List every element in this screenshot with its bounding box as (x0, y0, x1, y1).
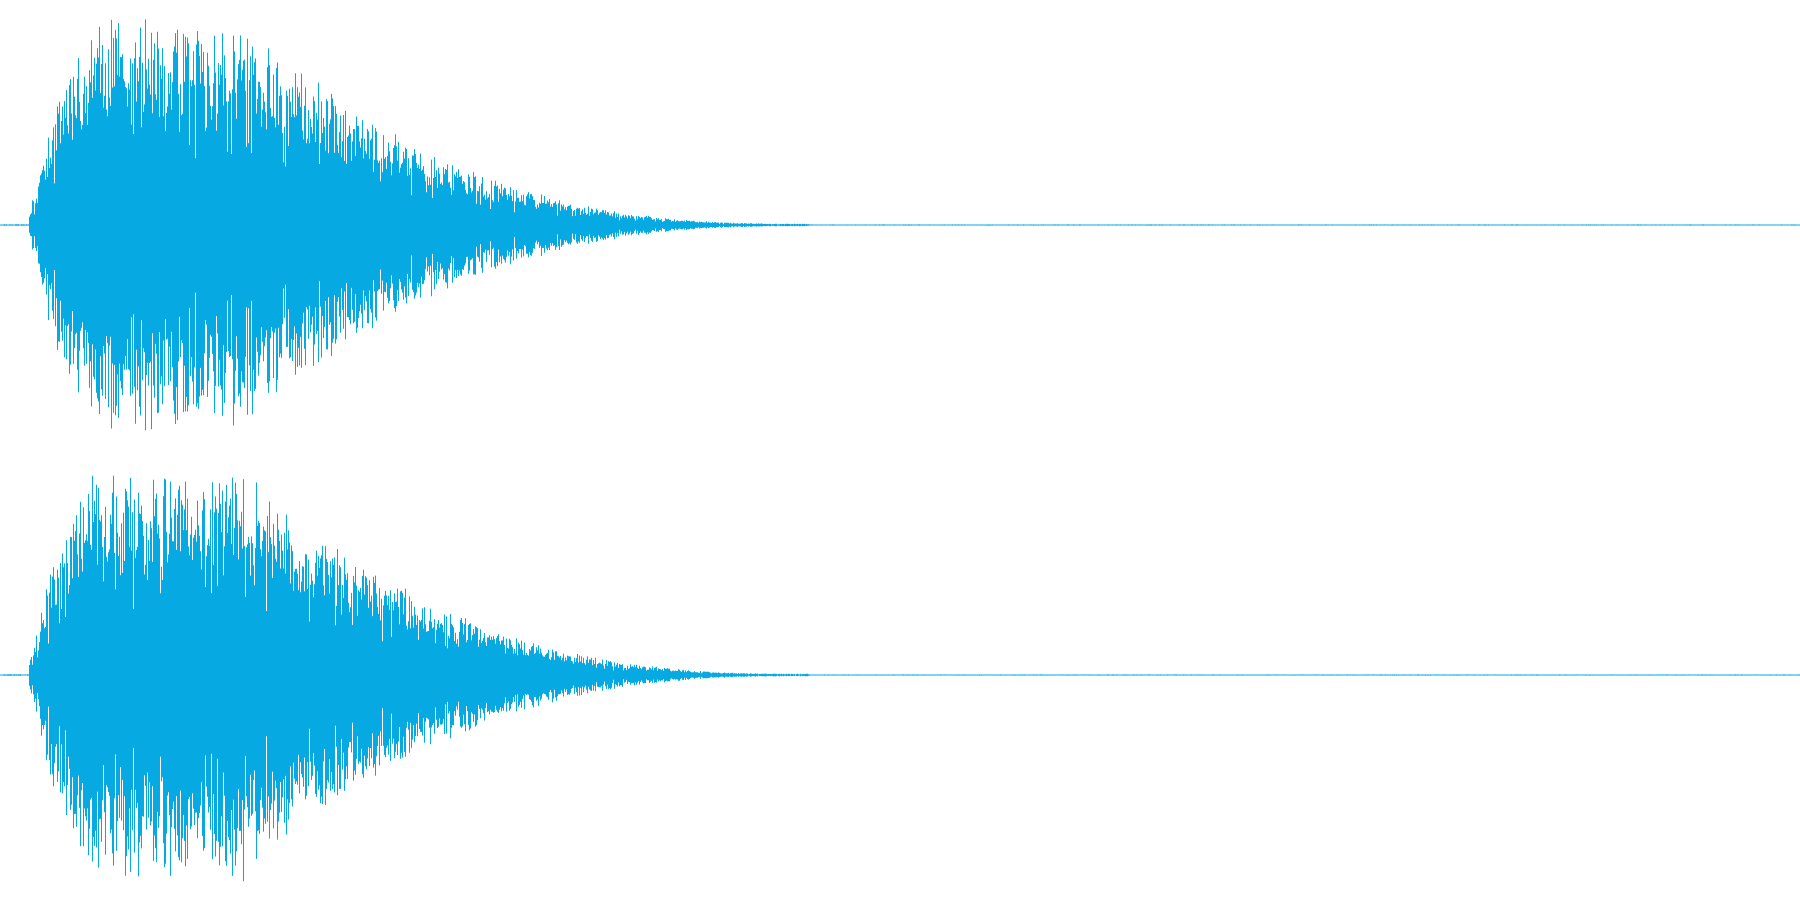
waveform-right-svg (0, 475, 1800, 882)
channel-right[interactable] (0, 450, 1800, 900)
waveform-path-left (0, 19, 1800, 431)
channel-left[interactable] (0, 0, 1800, 450)
waveform-path-right (0, 475, 1800, 882)
waveform-left-svg (0, 19, 1800, 431)
